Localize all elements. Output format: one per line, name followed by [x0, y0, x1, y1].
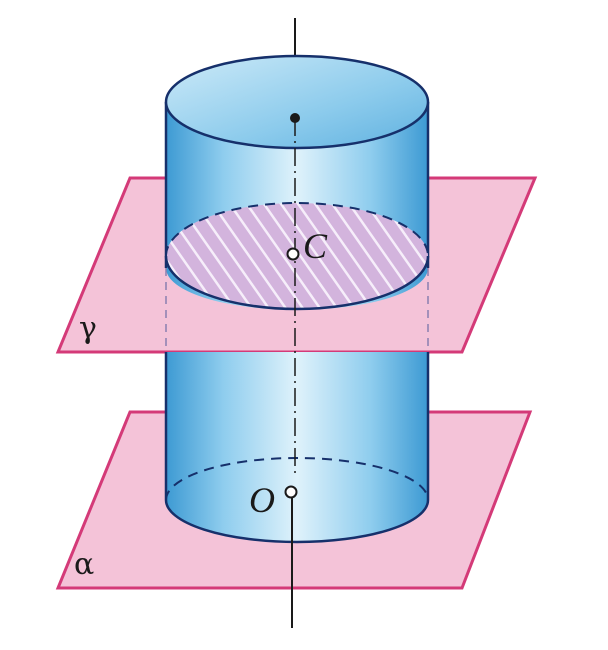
point-o — [284, 485, 298, 499]
cylinder — [164, 54, 430, 544]
cylinder-body-lower — [166, 352, 428, 542]
label-alpha: α — [74, 547, 94, 582]
point-c — [286, 247, 300, 261]
label-o: O — [249, 480, 275, 520]
bottom-base-front — [164, 499, 430, 544]
label-gamma: γ — [79, 311, 97, 346]
bottom-base-back — [165, 457, 429, 501]
label-c: C — [303, 226, 328, 266]
top-base — [164, 54, 430, 150]
point-top-center — [290, 113, 300, 123]
